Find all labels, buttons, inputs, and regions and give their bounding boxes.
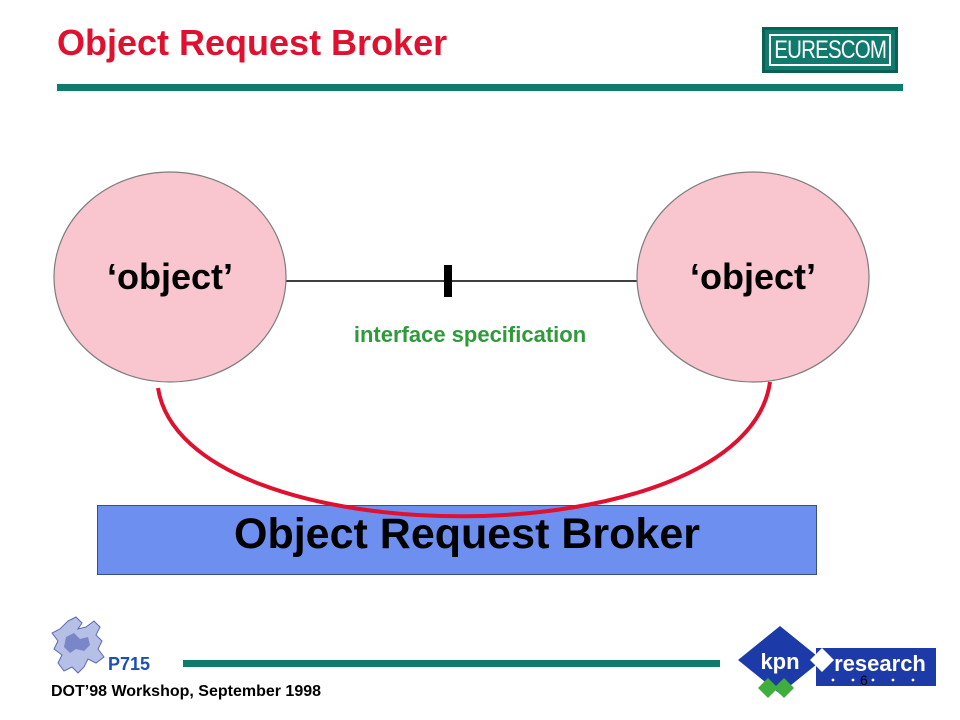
left-object-circle <box>53 171 287 383</box>
interface-specification-label: interface specification <box>353 322 587 347</box>
brand-diamond <box>738 626 822 694</box>
brand-kpn: kpn <box>760 649 799 674</box>
brand-green-right <box>774 678 794 698</box>
right-object-label: ‘object’ <box>690 256 816 297</box>
brand-dots <box>831 678 915 682</box>
logo-text: EURESCOM <box>774 35 887 64</box>
footer-rule <box>183 660 720 667</box>
title-rule <box>57 84 903 91</box>
right-object-circle <box>636 171 870 383</box>
kpn-research-logo: kpn research <box>738 626 936 698</box>
left-object-label: ‘object’ <box>107 256 233 297</box>
footer-event: DOT’98 Workshop, September 1998 <box>51 683 322 700</box>
brand-notch <box>810 648 834 672</box>
logo-frame: EURESCOM <box>769 34 891 66</box>
slide-number: 6 <box>860 672 868 688</box>
europe-map-icon <box>51 616 105 674</box>
project-code: P715 <box>108 654 151 674</box>
eurescom-logo: EURESCOM <box>762 27 898 73</box>
brand-research: research <box>834 651 926 676</box>
slide-title: Object Request Broker <box>57 22 448 63</box>
brand-bar <box>816 648 936 686</box>
broker-arc <box>156 381 772 519</box>
interface-marker <box>444 265 452 297</box>
brand-green-left <box>758 678 778 698</box>
